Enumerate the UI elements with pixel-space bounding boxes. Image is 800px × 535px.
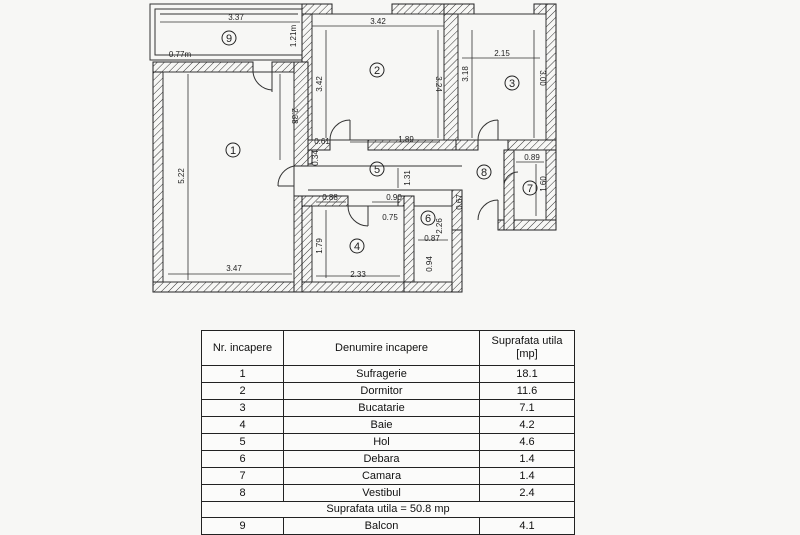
table-row: 7 Camara 1.4 <box>201 467 575 485</box>
floor-plan: 1 2 3 4 5 6 7 8 9 3.37 1.21m 0.77m 3.42 … <box>149 3 557 293</box>
dim-label: 1.60 <box>539 176 548 192</box>
dim-label: 0.89 <box>524 153 540 162</box>
dim-label: 0.94 <box>425 256 434 272</box>
cell-area: 1.4 <box>479 450 575 468</box>
svg-text:6: 6 <box>425 213 431 225</box>
room-7-label: 7 <box>522 180 538 196</box>
dim-label: 3.00 <box>538 70 547 86</box>
dim-label: 0.90 <box>386 193 402 202</box>
svg-text:3: 3 <box>509 78 515 90</box>
table-row: 1 Sufragerie 18.1 <box>201 365 575 383</box>
dim-label: 0.61 <box>314 137 330 146</box>
room-2-label: 2 <box>369 62 385 78</box>
dim-label: 1.21m <box>289 25 298 48</box>
cell-name: Hol <box>283 433 480 451</box>
room-labels: 1 2 3 4 5 6 7 8 9 <box>221 30 538 254</box>
room-8-label: 8 <box>476 164 492 180</box>
room-1-label: 1 <box>225 142 241 158</box>
dim-label: 3.47 <box>226 264 242 273</box>
cell-area: 2.4 <box>479 484 575 502</box>
cell-nr: 5 <box>201 433 284 451</box>
cell-nr: 6 <box>201 450 284 468</box>
cell-name: Vestibul <box>283 484 480 502</box>
dim-label: 3.24 <box>434 76 443 92</box>
table-row: 3 Bucatarie 7.1 <box>201 399 575 417</box>
dim-label: 2.38 <box>290 108 299 124</box>
room-6-label: 6 <box>420 210 436 226</box>
dimension-lines <box>160 21 544 280</box>
dim-label: 0.34 <box>311 150 320 166</box>
dim-label: 5.22 <box>177 168 186 184</box>
dim-label: 0.88 <box>322 193 338 202</box>
cell-nr: 1 <box>201 365 284 383</box>
cell-area: 4.1 <box>479 517 575 535</box>
cell-nr: 2 <box>201 382 284 400</box>
header-nr: Nr. incapere <box>201 330 284 366</box>
table-row: 5 Hol 4.6 <box>201 433 575 451</box>
door-swings <box>252 71 519 227</box>
svg-text:5: 5 <box>374 164 380 176</box>
dim-label: 0.75 <box>382 213 398 222</box>
svg-text:2: 2 <box>374 65 380 77</box>
table-row: 6 Debara 1.4 <box>201 450 575 468</box>
cell-area: 18.1 <box>479 365 575 383</box>
dim-label: 0.67 <box>455 194 464 210</box>
cell-area: 1.4 <box>479 467 575 485</box>
svg-text:1: 1 <box>230 145 236 157</box>
table-header-row: Nr. incapere Denumire incapere Suprafata… <box>201 330 575 366</box>
cell-name: Debara <box>283 450 480 468</box>
header-name: Denumire incapere <box>283 330 480 366</box>
cell-name: Dormitor <box>283 382 480 400</box>
header-area: Suprafata utila [mp] <box>479 330 575 366</box>
dim-label: 1.79 <box>315 238 324 254</box>
cell-area: 7.1 <box>479 399 575 417</box>
dim-label: 2.26 <box>435 218 444 234</box>
cell-name: Bucatarie <box>283 399 480 417</box>
cell-nr: 8 <box>201 484 284 502</box>
cell-name: Balcon <box>283 517 480 535</box>
room-4-label: 4 <box>349 238 365 254</box>
svg-text:4: 4 <box>354 241 360 253</box>
walls <box>152 3 557 293</box>
interior-lines <box>162 13 547 283</box>
table-total-row: Suprafata utila = 50.8 mp <box>201 501 575 518</box>
dim-label: 3.42 <box>370 17 386 26</box>
svg-text:8: 8 <box>481 167 487 179</box>
cell-area: 4.2 <box>479 416 575 434</box>
total-area: Suprafata utila = 50.8 mp <box>201 501 575 518</box>
dim-label: 0.77m <box>169 50 192 59</box>
cell-area: 4.6 <box>479 433 575 451</box>
cell-name: Baie <box>283 416 480 434</box>
cell-nr: 9 <box>201 517 284 535</box>
dim-label: 1.89 <box>398 135 414 144</box>
dim-label: 2.33 <box>350 270 366 279</box>
cell-nr: 7 <box>201 467 284 485</box>
table-row: 9 Balcon 4.1 <box>201 517 575 535</box>
cell-name: Camara <box>283 467 480 485</box>
dim-label: 3.37 <box>228 13 244 22</box>
cell-name: Sufragerie <box>283 365 480 383</box>
table-row: 4 Baie 4.2 <box>201 416 575 434</box>
dim-label: 2.15 <box>494 49 510 58</box>
dimension-labels: 3.37 1.21m 0.77m 3.42 3.42 3.24 2.15 3.1… <box>169 13 548 279</box>
svg-text:9: 9 <box>226 33 232 45</box>
area-table: Nr. incapere Denumire incapere Suprafata… <box>201 330 575 535</box>
room-5-label: 5 <box>369 161 385 177</box>
room-3-label: 3 <box>504 75 520 91</box>
cell-nr: 4 <box>201 416 284 434</box>
table-row: 2 Dormitor 11.6 <box>201 382 575 400</box>
dim-label: 3.42 <box>315 76 324 92</box>
dim-label: 1.31 <box>403 170 412 186</box>
room-9-label: 9 <box>221 30 237 46</box>
svg-text:7: 7 <box>527 183 533 195</box>
cell-area: 11.6 <box>479 382 575 400</box>
dim-label: 0.87 <box>424 234 440 243</box>
dim-label: 3.18 <box>461 66 470 82</box>
cell-nr: 3 <box>201 399 284 417</box>
table-row: 8 Vestibul 2.4 <box>201 484 575 502</box>
